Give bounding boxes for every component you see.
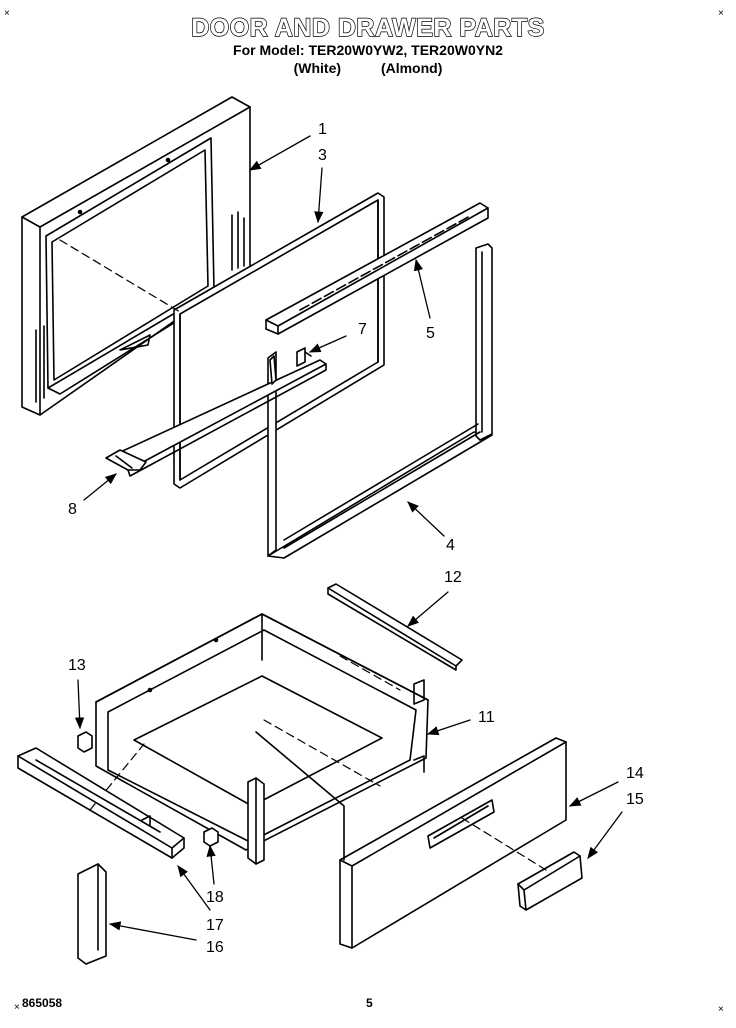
drawer-front-panel bbox=[255, 731, 567, 949]
corner-mark-top-left: × bbox=[4, 8, 10, 19]
drawer-body bbox=[95, 613, 429, 851]
drawer-glide-right bbox=[203, 827, 219, 847]
callout-3: 3 bbox=[318, 147, 327, 164]
door-top-trim bbox=[265, 202, 489, 335]
page-number: 5 bbox=[366, 996, 373, 1010]
drawer-handle bbox=[517, 851, 583, 911]
drawer-glide-left bbox=[77, 731, 93, 753]
callout-16: 16 bbox=[206, 939, 224, 956]
callout-18: 18 bbox=[206, 889, 224, 906]
callout-12: 12 bbox=[444, 569, 462, 586]
callout-11: 11 bbox=[478, 709, 495, 726]
model-variants: (White) (Almond) bbox=[0, 60, 736, 76]
callout-7: 7 bbox=[358, 321, 367, 338]
callout-5: 5 bbox=[426, 325, 435, 342]
callout-4: 4 bbox=[446, 537, 455, 554]
variant-almond: (Almond) bbox=[380, 60, 443, 76]
door-clip bbox=[296, 347, 312, 367]
hinge-channel bbox=[105, 355, 327, 477]
callout-13: 13 bbox=[68, 657, 86, 674]
callout-17: 17 bbox=[206, 917, 224, 934]
document-number: 865058 bbox=[22, 996, 63, 1010]
corner-mark-bottom-left: × bbox=[14, 1002, 20, 1013]
variant-white: (White) bbox=[293, 60, 342, 76]
callout-14: 14 bbox=[626, 765, 644, 782]
model-line: For Model: TER20W0YW2, TER20W0YN2 bbox=[233, 42, 503, 58]
door-frame bbox=[267, 243, 493, 559]
corner-mark-bottom-right: × bbox=[718, 1004, 724, 1015]
drawer-rear-rail bbox=[327, 583, 463, 671]
page-title: DOOR AND DRAWER PARTS bbox=[191, 13, 545, 42]
drawer-support-post bbox=[247, 777, 265, 865]
callout-8: 8 bbox=[68, 501, 77, 518]
drawer-end-cap bbox=[77, 863, 107, 965]
drawer-side-rail bbox=[17, 747, 185, 859]
corner-mark-top-right: × bbox=[718, 8, 724, 19]
callout-1: 1 bbox=[318, 121, 327, 138]
callout-15: 15 bbox=[626, 791, 644, 808]
